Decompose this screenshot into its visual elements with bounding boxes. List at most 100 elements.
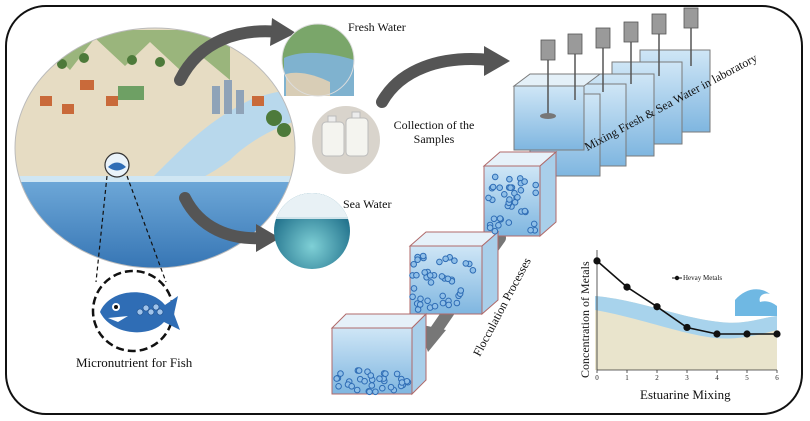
floc-particle <box>372 388 379 396</box>
x-tick-label: 6 <box>775 374 779 382</box>
floc-particle <box>431 302 439 310</box>
floc-particle <box>489 183 497 191</box>
floc-particle <box>486 224 494 231</box>
data-point <box>593 257 601 265</box>
legend-marker <box>674 275 680 281</box>
mixing-tanks <box>512 7 711 177</box>
floc-particle <box>495 222 502 229</box>
floc-particle <box>517 187 525 194</box>
sample-bottles-photo <box>312 106 380 174</box>
x-tick-label: 2 <box>655 374 659 382</box>
floc-particle <box>348 383 356 390</box>
data-point <box>683 323 691 332</box>
floc-particle <box>506 175 513 183</box>
floc-particle <box>521 207 529 215</box>
floc-particle <box>445 301 453 309</box>
floc-particle <box>507 184 514 191</box>
floc-particle <box>337 370 344 377</box>
wave-icon <box>735 289 777 316</box>
x-tick-label: 5 <box>745 374 749 382</box>
floc-particle <box>496 184 504 191</box>
floc-particle <box>491 227 499 235</box>
chart-legend-label: Hevay Metals <box>683 274 723 282</box>
floc-particle <box>368 382 376 389</box>
floc-particle <box>527 226 534 234</box>
fish-icon <box>91 269 180 353</box>
floc-particle <box>442 255 449 263</box>
arrow-head-seawater <box>256 224 280 252</box>
floc-particle <box>532 181 540 189</box>
floc-particle <box>379 384 386 392</box>
label-micronutrient: Micronutrient for Fish <box>76 355 193 370</box>
floc-particle <box>438 273 446 280</box>
floc-particle <box>410 285 418 292</box>
floc-particle <box>490 215 498 223</box>
floc-particle <box>413 271 420 279</box>
floc-particles <box>333 173 540 396</box>
floc-particle <box>439 299 447 307</box>
floc-particle <box>353 386 361 394</box>
floc-particle <box>333 375 341 382</box>
floc-particle <box>532 189 540 197</box>
floc-particle <box>469 267 477 274</box>
seawater-photo <box>274 193 350 269</box>
floc-particle <box>485 194 492 202</box>
x-tick-label: 1 <box>625 374 629 382</box>
label-sea-water: Sea Water <box>343 197 392 211</box>
floc-particle <box>387 383 395 391</box>
arrow-head-freshwater <box>270 18 296 46</box>
x-tick-label: 3 <box>685 374 689 382</box>
floc-particle <box>506 196 513 203</box>
floc-particle <box>416 301 424 308</box>
chart-series-hevay-metals <box>593 257 781 338</box>
floc-particle <box>436 258 443 266</box>
dashed-connector-right <box>126 175 167 283</box>
floc-particle <box>426 272 434 279</box>
floc-particle <box>376 375 383 383</box>
chart-water-band <box>595 296 777 339</box>
floc-particle <box>457 287 465 294</box>
chart-y-axis-label: Concentration of Metals <box>578 261 592 378</box>
x-tick-label: 4 <box>715 374 719 382</box>
arrow-to-lab <box>376 53 496 108</box>
data-point <box>773 330 781 338</box>
floc-particle <box>453 299 461 307</box>
floc-particle <box>439 292 447 300</box>
floc-particle <box>410 261 418 268</box>
floc-particle <box>462 260 470 267</box>
label-fresh-water: Fresh Water <box>348 20 406 34</box>
floc-particle <box>419 252 427 260</box>
arrow-head-lab <box>484 46 510 76</box>
floc-particle <box>521 178 528 185</box>
floc-particle <box>335 383 342 390</box>
floc-particle <box>427 279 435 286</box>
floc-particle <box>451 257 458 265</box>
data-point <box>713 330 721 338</box>
metals-chart: 0 1 2 3 4 5 6 <box>593 248 781 382</box>
floc-particle <box>530 220 538 228</box>
data-point <box>653 303 661 311</box>
floc-particle <box>367 372 375 379</box>
floc-particle <box>355 367 363 374</box>
floc-particle <box>421 269 429 276</box>
floc-particle <box>501 191 508 198</box>
floc-particle <box>398 379 406 386</box>
floc-particle <box>514 194 521 201</box>
data-point <box>743 330 751 338</box>
floc-particle <box>424 297 431 305</box>
chart-axes: 0 1 2 3 4 5 6 <box>595 250 779 382</box>
x-tick-label: 0 <box>595 374 599 382</box>
small-fish-icon <box>108 162 126 171</box>
floc-particle <box>496 215 504 222</box>
floc-particle <box>491 173 499 181</box>
landscape-border <box>14 27 296 269</box>
label-collection-samples: Collection of the Samples <box>393 118 475 146</box>
data-point <box>623 283 631 291</box>
floc-tank-1 <box>482 150 558 238</box>
floc-particle <box>382 370 389 378</box>
floc-particle <box>444 275 452 283</box>
arrow-to-freshwater <box>174 25 286 86</box>
floc-particle <box>414 256 421 264</box>
arrow-to-seawater <box>179 192 268 245</box>
